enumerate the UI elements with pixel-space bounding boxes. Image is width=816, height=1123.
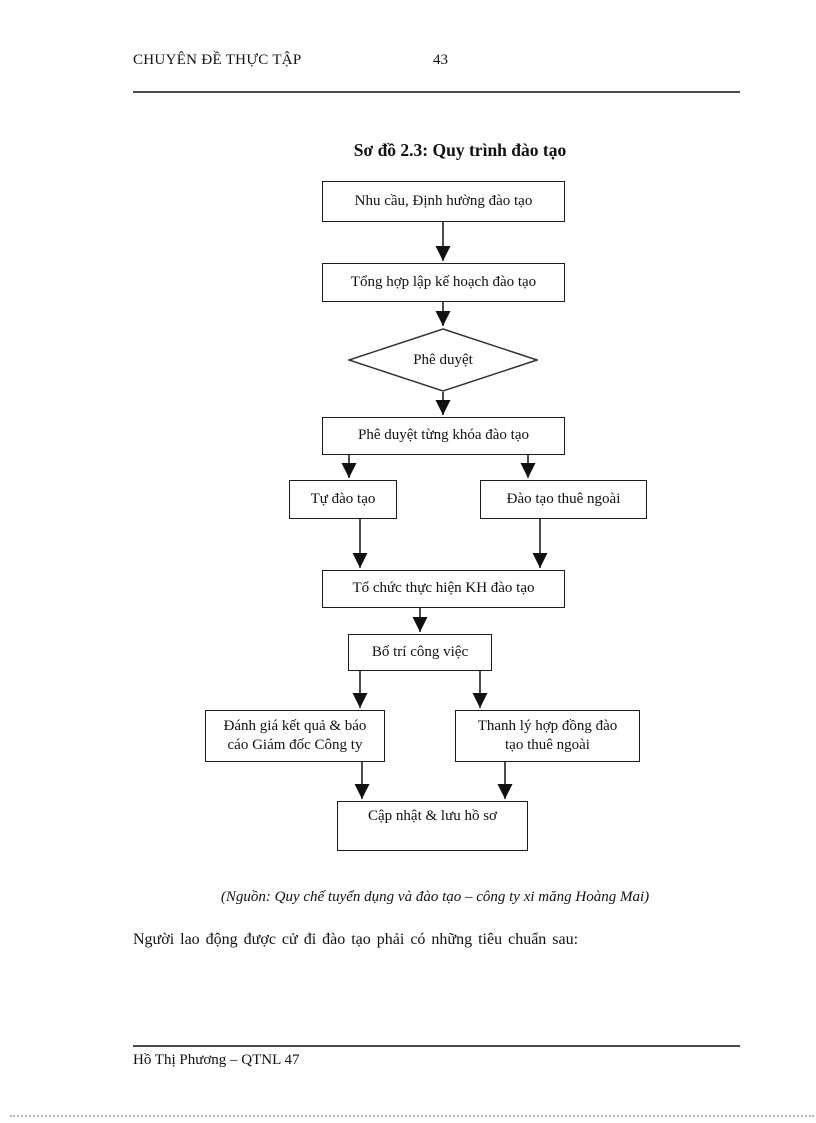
flow-node-danh-gia: Đánh giá kết quả & báo cáo Giám đốc Công…	[205, 710, 385, 762]
page-number: 43	[433, 52, 448, 68]
flow-node-phe-duyet: Phê duyệt	[348, 328, 538, 392]
flow-node-cap-nhat: Cập nhật & lưu hồ sơ	[337, 801, 528, 851]
flow-node-tu-dao-tao: Tự đào tạo	[289, 480, 397, 519]
figure-source-note: (Nguồn: Quy chế tuyển dụng và đào tạo – …	[220, 889, 650, 905]
flow-node-bo-tri: Bố trí công việc	[348, 634, 492, 671]
flow-node-nhu-cau: Nhu cầu, Định hường đào tạo	[322, 181, 565, 222]
body-paragraph: Người lao động được cử đi đào tạo phải c…	[133, 931, 579, 948]
flow-node-dao-tao-thue-ngoai: Đào tạo thuê ngoài	[480, 480, 647, 519]
flow-node-phe-duyet-khoa: Phê duyệt từng khóa đào tạo	[322, 417, 565, 455]
flow-node-to-chuc: Tổ chức thực hiện KH đào tạo	[322, 570, 565, 608]
figure-title: Sơ đồ 2.3: Quy trình đào tạo	[353, 140, 567, 160]
flow-node-tong-hop: Tổng hợp lập kế hoạch đào tạo	[322, 263, 565, 302]
flowchart: Nhu cầu, Định hường đào tạo Tổng hợp lập…	[205, 181, 647, 851]
footer-rule	[133, 1045, 740, 1047]
flow-node-phe-duyet-label: Phê duyệt	[413, 351, 473, 368]
flow-node-thanh-ly: Thanh lý hợp đồng đào tạo thuê ngoài	[455, 710, 640, 762]
header-rule	[133, 91, 740, 93]
header-title: CHUYÊN ĐỀ THỰC TẬP	[133, 52, 302, 68]
decision-diamond-shape	[348, 328, 538, 392]
bottom-dotted-line	[10, 1113, 814, 1117]
footer-author: Hồ Thị Phương – QTNL 47	[133, 1052, 300, 1068]
